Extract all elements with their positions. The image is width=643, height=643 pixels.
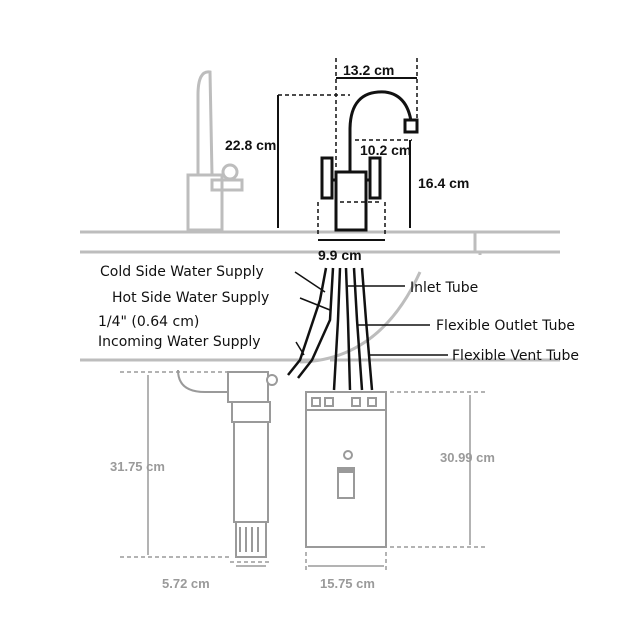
tank-width-dimension: 15.75 cm — [320, 576, 375, 591]
label-leaders — [294, 271, 448, 356]
gray-dimension-lines — [120, 371, 485, 572]
spout-clearance-dimension: 10.2 cm — [360, 142, 411, 158]
cold-supply-label: Cold Side Water Supply — [100, 264, 264, 280]
vent-tube-label: Flexible Vent Tube — [452, 348, 579, 364]
hot-water-tank — [305, 391, 387, 548]
tank-height-dimension: 30.99 cm — [440, 450, 495, 465]
faucet-dimension-lines — [278, 58, 418, 235]
faucet-height-dimension: 22.8 cm — [225, 137, 276, 153]
existing-faucet — [186, 70, 244, 232]
faucet-dimension-arrows — [277, 77, 417, 241]
spout-reach-dimension: 13.2 cm — [343, 62, 394, 78]
hot-supply-label: Hot Side Water Supply — [112, 290, 269, 306]
incoming-supply-label-line2: Incoming Water Supply — [98, 334, 261, 350]
base-width-dimension: 9.9 cm — [318, 247, 362, 263]
incoming-supply-label-line1: 1/4" (0.64 cm) — [98, 314, 199, 330]
spout-height-dimension: 16.4 cm — [418, 175, 469, 191]
filter-height-dimension: 31.75 cm — [110, 459, 165, 474]
inlet-tube-label: Inlet Tube — [410, 280, 478, 296]
filter-width-dimension: 5.72 cm — [162, 576, 210, 591]
water-filter — [177, 369, 278, 558]
instant-hot-faucet — [320, 90, 419, 232]
outlet-tube-label: Flexible Outlet Tube — [436, 318, 575, 334]
